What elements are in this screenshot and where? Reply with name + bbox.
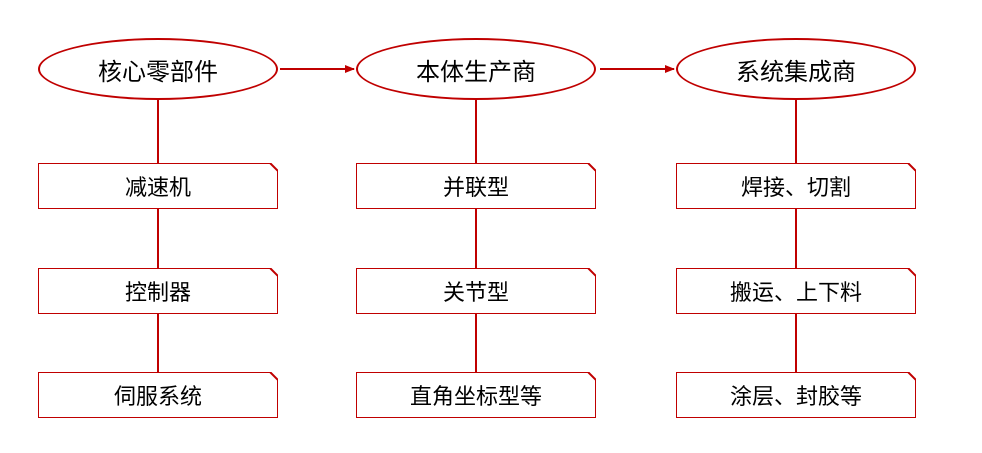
item-box: 搬运、上下料 (676, 268, 916, 314)
item-label: 焊接、切割 (740, 176, 851, 201)
item-label: 关节型 (442, 281, 509, 306)
item-label: 涂层、封胶等 (729, 385, 862, 410)
item-box: 并联型 (356, 163, 596, 209)
item-label: 搬运、上下料 (729, 281, 862, 306)
header-core-components: 核心零部件 (38, 38, 278, 100)
item-box: 直角坐标型等 (356, 372, 596, 418)
item-label: 控制器 (124, 281, 191, 306)
header-label: 系统集成商 (736, 57, 856, 86)
item-box: 涂层、封胶等 (676, 372, 916, 418)
item-label: 并联型 (442, 176, 509, 201)
header-label: 核心零部件 (98, 57, 218, 86)
item-box: 减速机 (38, 163, 278, 209)
item-box: 伺服系统 (38, 372, 278, 418)
header-system-integrators: 系统集成商 (676, 38, 916, 100)
item-box: 焊接、切割 (676, 163, 916, 209)
item-label: 减速机 (124, 176, 191, 201)
item-label: 伺服系统 (113, 385, 202, 410)
header-label: 本体生产商 (416, 57, 536, 86)
header-body-manufacturers: 本体生产商 (356, 38, 596, 100)
item-box: 控制器 (38, 268, 278, 314)
item-box: 关节型 (356, 268, 596, 314)
item-label: 直角坐标型等 (409, 385, 542, 410)
